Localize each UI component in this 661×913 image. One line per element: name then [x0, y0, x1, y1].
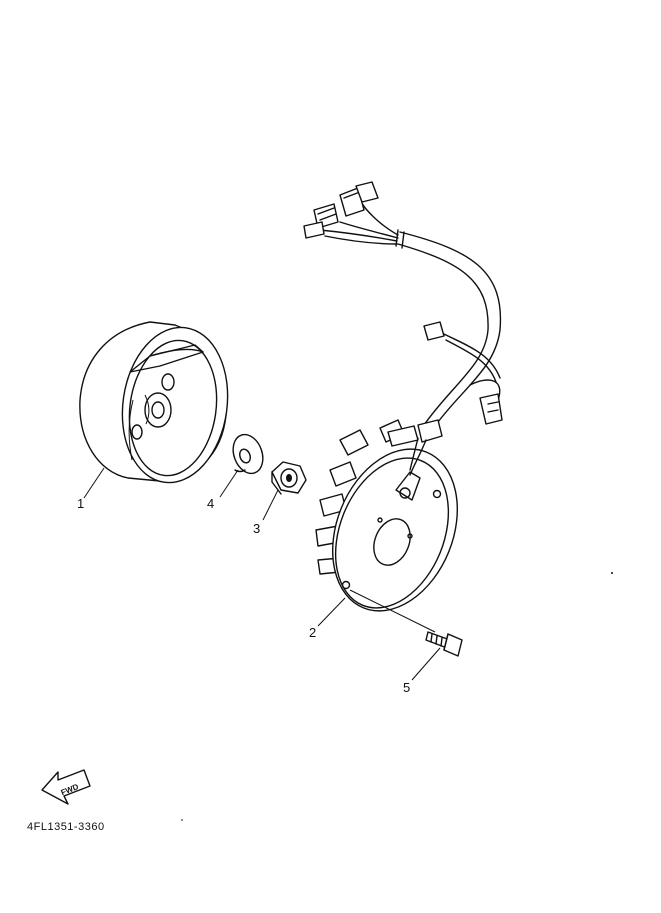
callout-2: 2 — [309, 625, 316, 640]
callout-1: 1 — [77, 496, 84, 511]
washer[interactable] — [228, 430, 268, 477]
fwd-arrow-icon: FWD — [41, 769, 91, 805]
bolt[interactable] — [425, 631, 463, 657]
callout-5: 5 — [403, 680, 410, 695]
leader-lines — [83, 467, 441, 681]
callout-3: 3 — [253, 521, 260, 536]
stator-assembly[interactable] — [310, 419, 480, 630]
speck — [611, 572, 613, 574]
speck — [181, 819, 183, 821]
nut[interactable] — [271, 461, 307, 495]
callout-labels: 1 2 3 4 5 — [77, 496, 410, 695]
rotor-assembly[interactable] — [79, 321, 237, 490]
wire-harness[interactable] — [303, 181, 503, 476]
diagram-part-number: 4FL1351-3360 — [27, 821, 105, 833]
callout-4: 4 — [207, 496, 214, 511]
